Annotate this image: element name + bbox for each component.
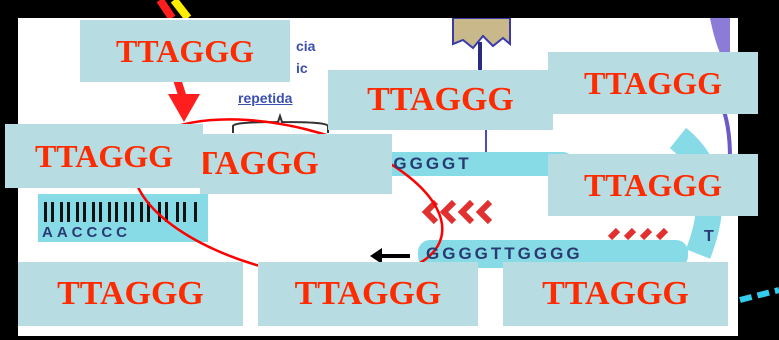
sequence-label-text: TTAGGG (200, 145, 319, 182)
helix-top-band (373, 152, 573, 176)
sequence-left: AACCCC (42, 224, 131, 241)
annot-line-2: ic (296, 60, 308, 76)
brace (232, 112, 329, 133)
sequence-label: TTAGGG (5, 124, 203, 188)
red-pointer-arrow (168, 74, 200, 122)
helix-left-band (38, 194, 208, 242)
sequence-t: T (704, 228, 714, 245)
sequence-label: TTAGGG (503, 262, 728, 326)
red-stroke (156, 0, 176, 21)
sequence-label: TTAGGG (18, 262, 243, 326)
sequence-label: TTAGGG (548, 154, 758, 216)
sequence-label: TTAGGG (548, 52, 758, 114)
chromosome-arm-shape (452, 18, 511, 50)
sequence-top: TGGGGT (380, 154, 472, 173)
sequence-bottom: GGGGTTGGGG (426, 244, 583, 263)
annot-line-1: cia (296, 38, 316, 54)
cyan-stroke (739, 287, 779, 303)
sequence-label-clipped: TTAGGG (200, 134, 392, 194)
black-arrow (370, 248, 410, 264)
annot-line-3: repetida (238, 90, 293, 106)
sequence-label: TTAGGG (258, 262, 478, 326)
sequence-label: TTAGGG (328, 70, 553, 130)
sequence-label: TTAGGG (80, 20, 290, 82)
base-pair-bars (44, 202, 197, 222)
red-chevrons (421, 199, 669, 241)
yellow-stroke (170, 0, 192, 21)
helix-bottom-band (418, 240, 688, 268)
